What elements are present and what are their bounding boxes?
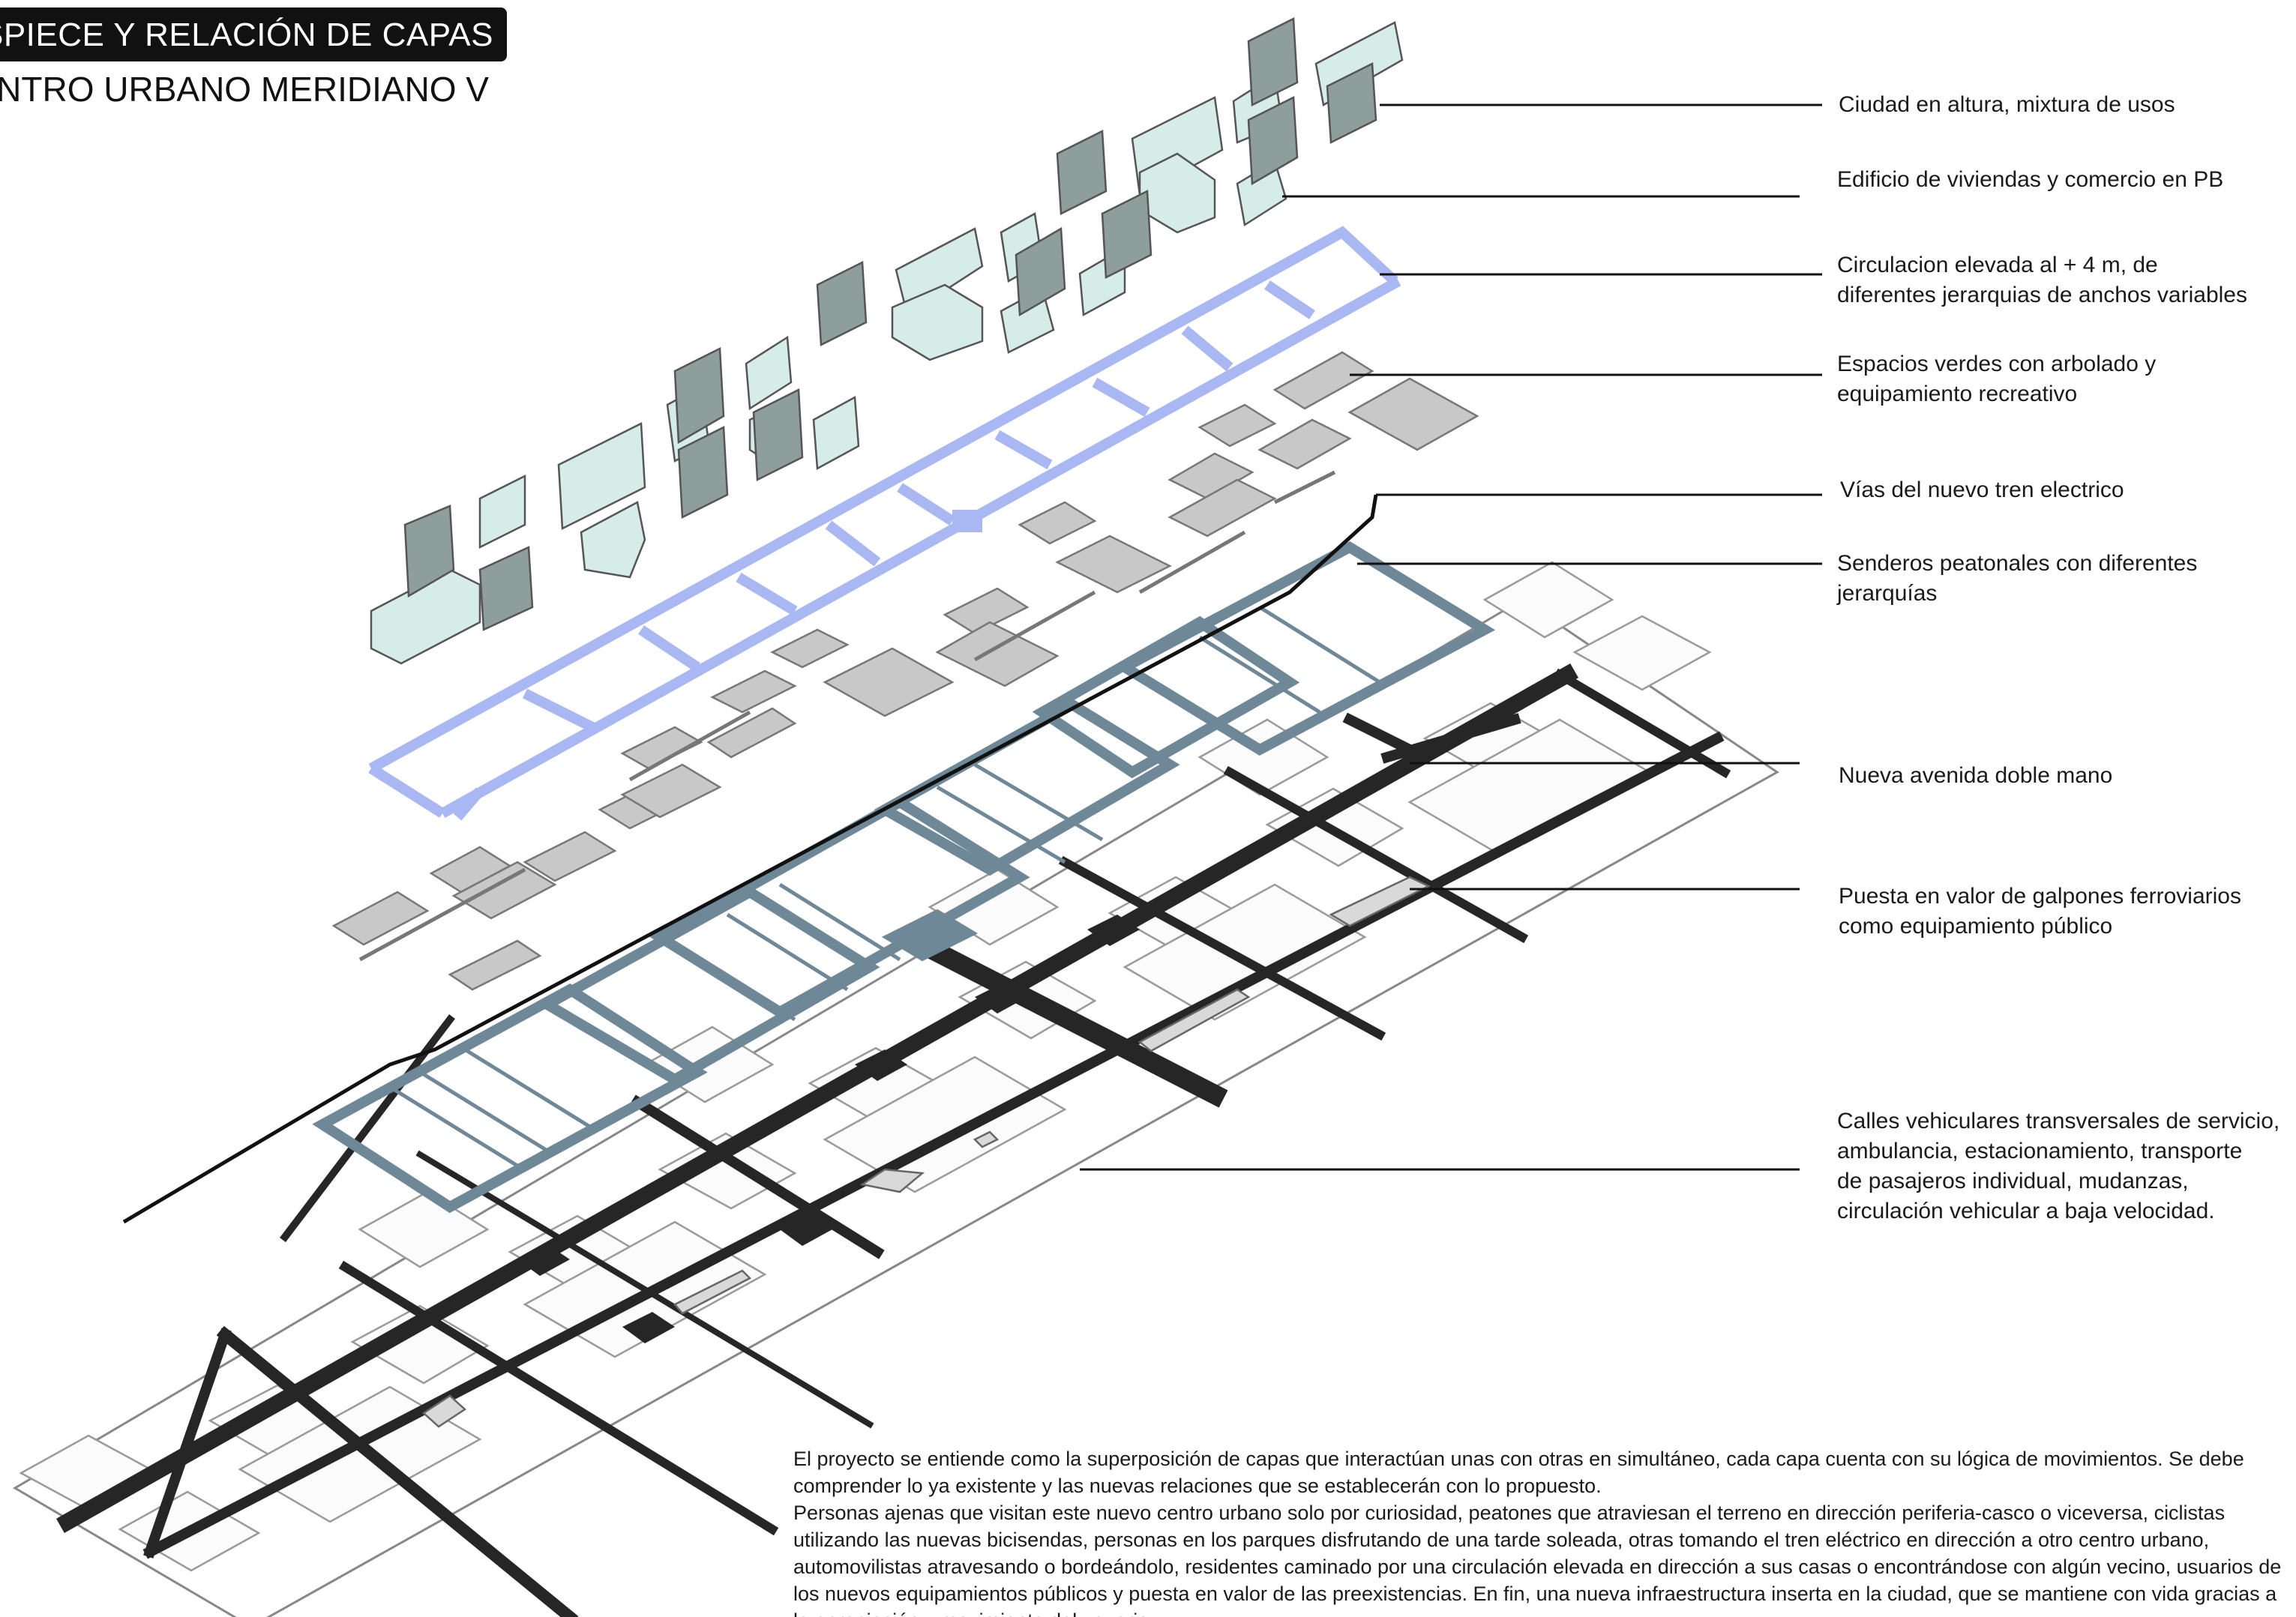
parking-blocks (517, 915, 1140, 1343)
label-pedestrian-paths: Senderos peatonales con diferentes jerar… (1837, 551, 2198, 606)
railway-line (122, 494, 1378, 1224)
page-subtitle: CENTRO URBANO MERIDIANO V (0, 70, 489, 109)
railway-sheds (421, 876, 1431, 1428)
pedestrian-paths-layer (312, 540, 1496, 1214)
label-avenue: Nueva avenida doble mano (1839, 763, 2113, 788)
leader-lines (1080, 103, 1822, 1171)
label-railway-sheds: Puesta en valor de galpones ferroviarios… (1839, 884, 2241, 939)
buildings-layer (370, 17, 1404, 665)
title-banner: DESPIECE Y RELACIÓN DE CAPAS (0, 7, 507, 61)
description-text: El proyecto se entiende como la superpos… (793, 1445, 2286, 1617)
label-green-spaces: Espacios verdes con arbolado y equipamie… (1837, 352, 2157, 406)
elevated-circulation-layer (368, 226, 1401, 821)
label-elevated-circulation: Circulacion elevada al + 4 m, de diferen… (1837, 253, 2247, 307)
page-title: DESPIECE Y RELACIÓN DE CAPAS (0, 16, 493, 53)
subtitle-container: CENTRO URBANO MERIDIANO V (0, 69, 510, 114)
label-service-streets: Calles vehiculares transversales de serv… (1837, 1109, 2280, 1223)
road-network (56, 663, 1731, 1617)
description-paragraph-2: Personas ajenas que visitan este nuevo c… (793, 1502, 2282, 1617)
green-spaces-layer (331, 351, 1479, 991)
label-rail: Vías del nuevo tren electrico (1840, 478, 2124, 502)
description-paragraph-1: El proyecto se entiende como la superpos… (793, 1448, 2244, 1497)
label-buildings: Ciudad en altura, mixtura de usos (1839, 92, 2175, 117)
label-housing: Edificio de viviendas y comercio en PB (1837, 167, 2224, 192)
